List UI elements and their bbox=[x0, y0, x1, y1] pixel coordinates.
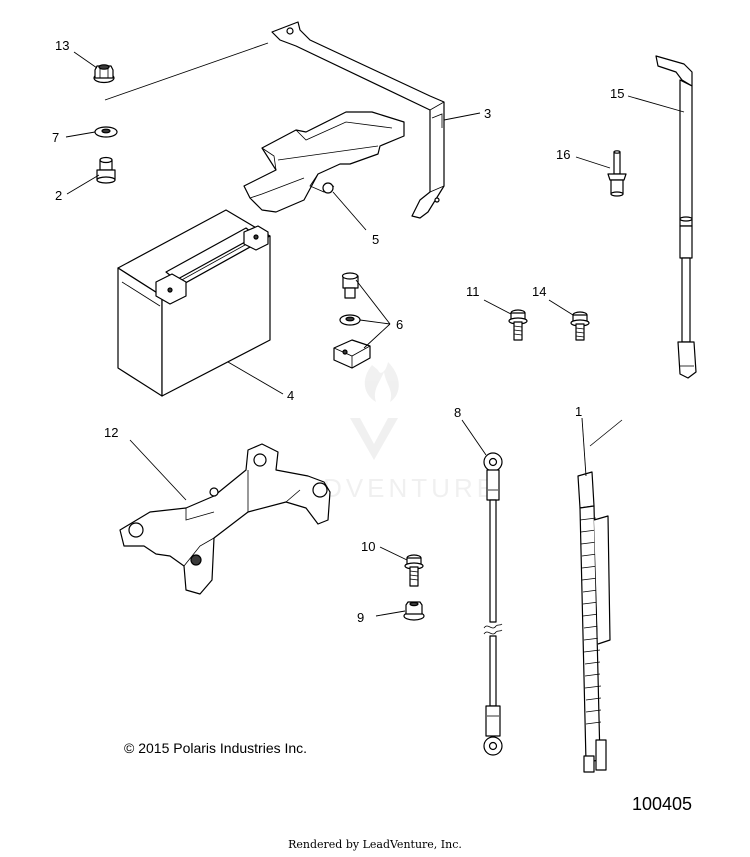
part-4-battery bbox=[117, 209, 271, 397]
callout-2: 2 bbox=[55, 188, 62, 203]
callout-13: 13 bbox=[55, 38, 69, 53]
callout-3: 3 bbox=[484, 106, 491, 121]
callout-12: 12 bbox=[104, 425, 118, 440]
leader-6a bbox=[355, 279, 391, 325]
part-9-flange-nut bbox=[403, 601, 425, 621]
copyright-notice: © 2015 Polaris Industries Inc. bbox=[124, 740, 308, 756]
leader-11 bbox=[483, 299, 512, 315]
render-credit: Rendered by LeadVenture, Inc. bbox=[288, 838, 462, 851]
part-5-battery-pad bbox=[243, 111, 405, 213]
leader-10 bbox=[379, 546, 408, 561]
drawing-number: 100405 bbox=[632, 794, 693, 814]
part-7-washer bbox=[94, 126, 118, 138]
part-16-terminal-post bbox=[607, 150, 627, 197]
leader-13 bbox=[73, 51, 98, 69]
leader-4 bbox=[227, 361, 284, 395]
part-13-flange-nut bbox=[93, 64, 115, 84]
leader-16 bbox=[575, 156, 611, 169]
leader-6b bbox=[359, 319, 391, 325]
leader-3-hold-line bbox=[104, 42, 269, 101]
callout-14: 14 bbox=[532, 284, 546, 299]
callout-16: 16 bbox=[556, 147, 570, 162]
leader-12 bbox=[129, 439, 187, 501]
callout-labels: 1 2 3 4 5 6 7 8 9 10 11 12 13 14 15 16 bbox=[52, 38, 624, 625]
leader-9 bbox=[375, 610, 406, 617]
callout-8: 8 bbox=[454, 405, 461, 420]
callout-7: 7 bbox=[52, 130, 59, 145]
part-11-screw bbox=[508, 309, 528, 341]
part-10-screw bbox=[404, 554, 424, 587]
callout-1: 1 bbox=[575, 404, 582, 419]
part-14-screw bbox=[570, 311, 590, 341]
leader-14 bbox=[548, 299, 574, 316]
part-3-hold-down-bracket bbox=[271, 21, 445, 219]
callout-15: 15 bbox=[610, 86, 624, 101]
part-1-wiring-harness bbox=[577, 419, 623, 773]
leader-8 bbox=[461, 419, 487, 456]
part-6-hardware-set bbox=[333, 272, 371, 369]
leader-1 bbox=[581, 417, 587, 477]
callout-5: 5 bbox=[372, 232, 379, 247]
callout-6: 6 bbox=[396, 317, 403, 332]
part-2-bolt bbox=[96, 156, 116, 184]
leader-3 bbox=[443, 112, 481, 121]
leader-5 bbox=[332, 191, 367, 231]
callout-10: 10 bbox=[361, 539, 375, 554]
leader-2 bbox=[66, 174, 100, 195]
callout-4: 4 bbox=[287, 388, 294, 403]
leader-15 bbox=[627, 95, 685, 113]
leader-7 bbox=[65, 131, 96, 138]
callout-9: 9 bbox=[357, 610, 364, 625]
part-8-battery-cable bbox=[483, 452, 503, 756]
part-12-battery-tray bbox=[119, 443, 331, 595]
callout-11: 11 bbox=[466, 284, 480, 299]
part-15-vent-tube bbox=[655, 55, 697, 379]
leader-6c bbox=[363, 323, 391, 349]
